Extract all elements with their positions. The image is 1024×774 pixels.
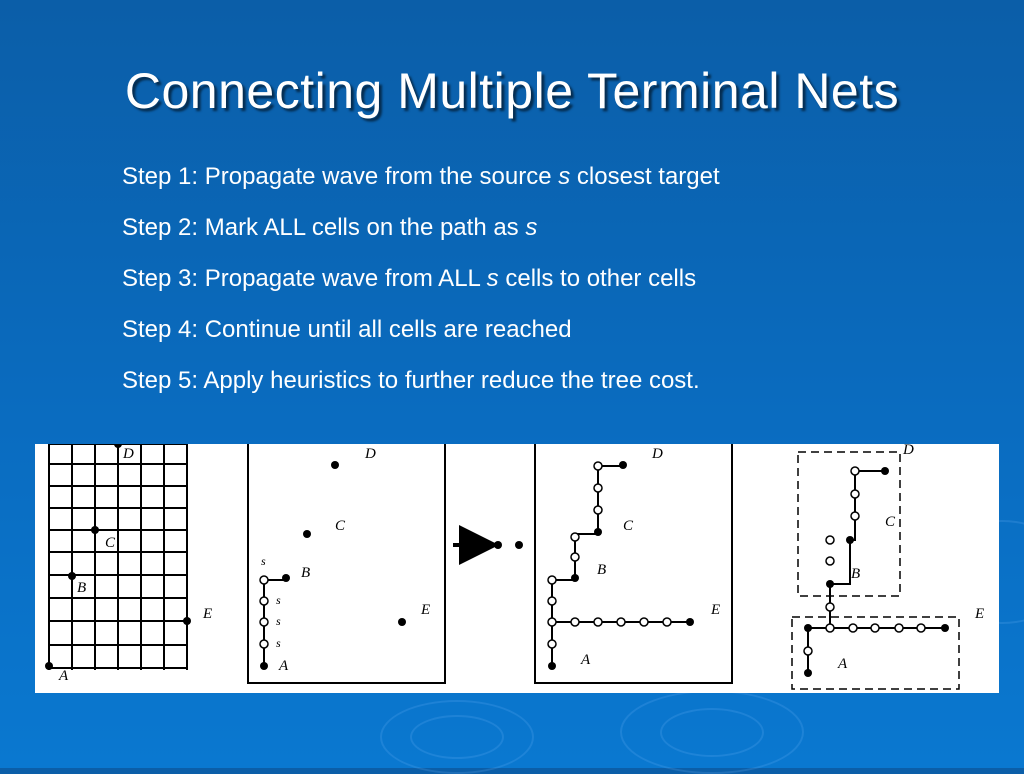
label-a: A bbox=[837, 656, 848, 672]
source-mark: s bbox=[276, 636, 281, 650]
label-b: B bbox=[301, 565, 310, 581]
label-c: C bbox=[105, 535, 116, 551]
routing-diagram: A B C D E s s s s A B C D E bbox=[45, 444, 984, 690]
transition-arrow bbox=[453, 525, 523, 565]
grid-panel bbox=[48, 444, 188, 670]
label-a: A bbox=[580, 652, 591, 668]
cluster-panel bbox=[791, 451, 960, 690]
steps-list: Step 1: Propagate wave from the source s… bbox=[122, 160, 720, 415]
label-e: E bbox=[710, 602, 720, 618]
routing-figure: A B C D E s s s s A B C D E bbox=[35, 444, 999, 693]
label-b: B bbox=[851, 566, 860, 582]
slide-title: Connecting Multiple Terminal Nets bbox=[124, 63, 900, 119]
label-c: C bbox=[885, 514, 896, 530]
step-item: Step 4: Continue until all cells are rea… bbox=[122, 316, 572, 343]
label-d: D bbox=[902, 444, 914, 458]
label-a: A bbox=[58, 668, 69, 684]
label-e: E bbox=[202, 606, 212, 622]
step-item: Step 2: Mark ALL cells on the path as s bbox=[122, 214, 538, 241]
label-c: C bbox=[623, 518, 634, 534]
terminal-d-dot bbox=[114, 444, 122, 448]
label-b: B bbox=[77, 580, 86, 596]
source-mark: s bbox=[276, 593, 281, 607]
source-mark: s bbox=[276, 614, 281, 628]
label-a: A bbox=[278, 658, 289, 674]
source-mark: s bbox=[261, 554, 266, 568]
terminal-a-dot bbox=[45, 662, 53, 670]
label-e: E bbox=[974, 606, 984, 622]
terminal-e-dot bbox=[183, 617, 191, 625]
ripple-decoration bbox=[410, 715, 504, 759]
label-d: D bbox=[651, 446, 663, 462]
tree-panel bbox=[534, 444, 733, 684]
ripple-decoration bbox=[660, 708, 764, 757]
terminal-b-dot bbox=[68, 572, 76, 580]
step-item: Step 3: Propagate wave from ALL s cells … bbox=[122, 265, 697, 292]
step-item: Step 5: Apply heuristics to further redu… bbox=[122, 367, 700, 394]
label-d: D bbox=[364, 446, 376, 462]
label-b: B bbox=[597, 562, 606, 578]
step1-panel: s s s s bbox=[247, 444, 446, 684]
label-d: D bbox=[122, 446, 134, 462]
terminal-c-dot bbox=[91, 526, 99, 534]
step-item: Step 1: Propagate wave from the source s… bbox=[122, 163, 720, 190]
label-c: C bbox=[335, 518, 346, 534]
label-e: E bbox=[420, 602, 430, 618]
